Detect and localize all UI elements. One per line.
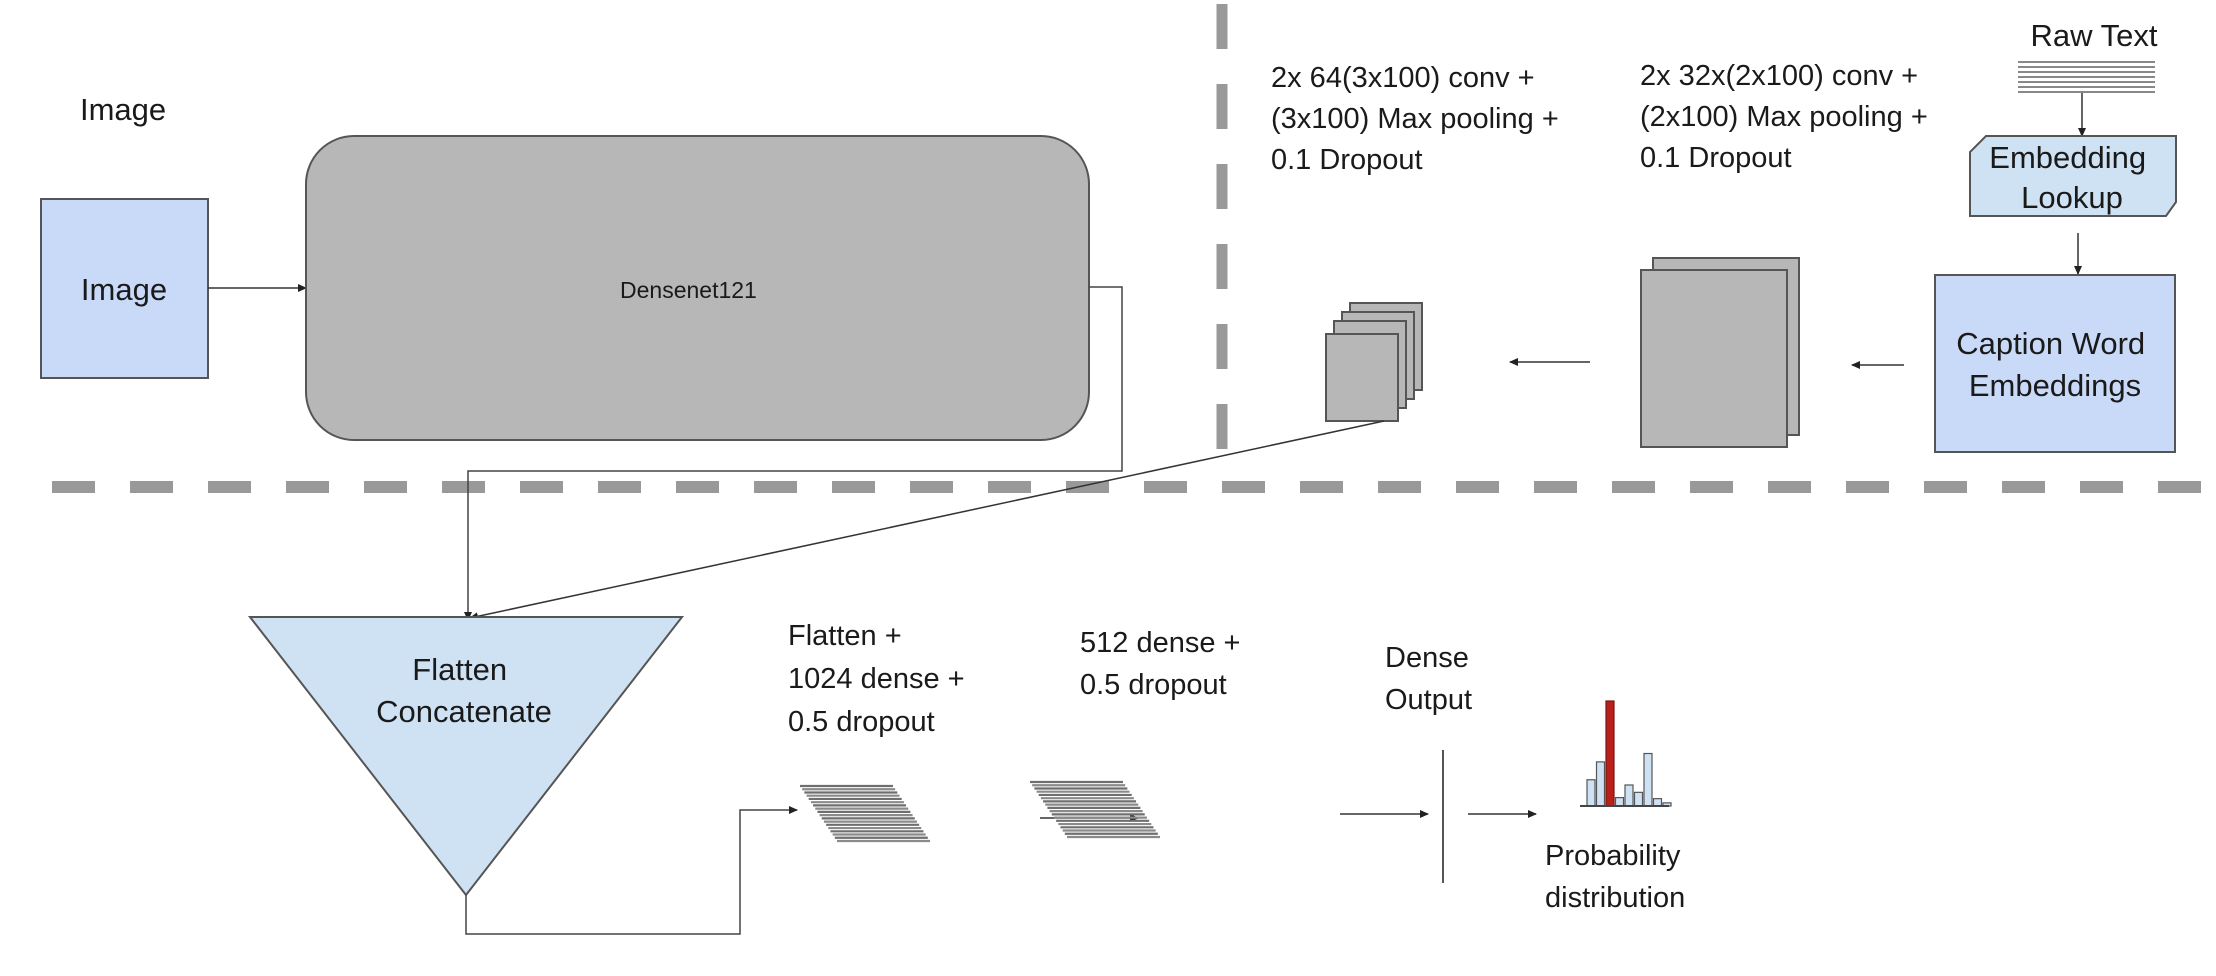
histogram-bar <box>1614 796 1625 807</box>
densenet-block <box>305 135 1090 441</box>
image-heading: Image <box>80 92 166 127</box>
connector-text-to-concat <box>469 420 1385 621</box>
caption-embeddings-box <box>1934 274 2176 453</box>
connector-concat-to-dense1 <box>465 806 798 935</box>
caption-embeddings-label: Caption Word Embeddings <box>1956 326 2154 403</box>
embedding-lookup-label: Embedding Lookup <box>1989 140 2154 215</box>
histogram-bar <box>1633 791 1644 807</box>
dense2-label: 512 dense + 0.5 dropout <box>1080 627 1249 701</box>
histogram-bar <box>1643 752 1653 807</box>
embedding-lookup-box <box>1969 135 2177 217</box>
conv-block-1-maps <box>1325 302 1423 422</box>
raw-text-icon <box>2018 61 2155 93</box>
histogram-bar <box>1624 784 1634 807</box>
probability-histogram <box>1586 700 1672 807</box>
dense2-layer-icon <box>1030 780 1160 839</box>
connector-densenet-to-concat <box>464 286 1123 621</box>
densenet-label: Densenet121 <box>620 277 757 303</box>
dense1-label: Flatten + 1024 dense + 0.5 dropout <box>788 620 973 738</box>
conv-block-2-maps <box>1640 257 1800 448</box>
dense1-layer-icon <box>800 784 930 843</box>
raw-text-label: Raw Text <box>2031 18 2158 53</box>
image-input-label: Image <box>81 272 167 307</box>
histogram-bar-max <box>1605 700 1615 807</box>
flatten-concatenate-triangle <box>247 616 685 897</box>
histogram-bar <box>1595 761 1606 807</box>
histogram-bar <box>1652 798 1663 807</box>
histogram-bar <box>1586 779 1596 807</box>
probability-label: Probability distribution <box>1545 840 1688 914</box>
dense-output-label: Dense Output <box>1385 642 1477 716</box>
conv-block-1-label: 2x 64(3x100) conv + (3x100) Max pooling … <box>1271 62 1567 176</box>
conv-block-2-label: 2x 32x(2x100) conv + (2x100) Max pooling… <box>1640 60 1936 174</box>
flatten-concatenate-label: Flatten Concatenate <box>376 652 552 729</box>
image-input-box <box>40 198 209 379</box>
